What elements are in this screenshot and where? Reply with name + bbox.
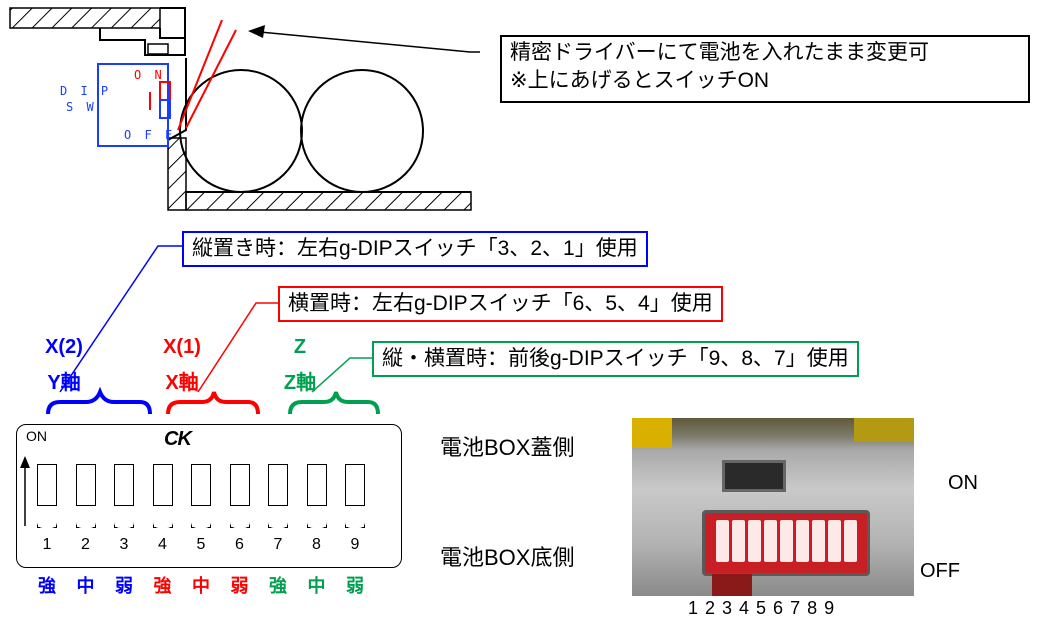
dip-number-2: 2	[81, 536, 90, 553]
photo-switch-5	[780, 520, 793, 562]
bottom-side-label: 電池BOX底側	[440, 545, 575, 570]
red-brace	[166, 391, 260, 415]
green-leader	[311, 357, 372, 393]
top-housing	[9, 7, 161, 29]
dip-switch-knob	[191, 505, 211, 528]
dip-switch-7[interactable]	[268, 464, 288, 528]
dip-switch-knob	[345, 505, 365, 528]
strength-label-2: 中	[76, 576, 95, 596]
dip-sw-box	[97, 63, 169, 147]
photo-switch-8	[828, 520, 841, 562]
dip-on-label: ON	[26, 428, 47, 444]
dip-switch-3[interactable]	[114, 464, 134, 528]
photo-yellow-strip	[632, 418, 672, 448]
dip-switch-4[interactable]	[152, 464, 173, 528]
photo-yellow-strip-right	[854, 418, 914, 442]
dip-switch-knob	[306, 505, 327, 528]
top-callout-line2: ※上にあげるとスイッチON	[510, 69, 770, 92]
dip-switch-panel	[16, 424, 402, 568]
group-blue-bottom: Y軸	[47, 372, 81, 394]
photo-switch-2	[732, 520, 745, 562]
dip-number-4: 4	[158, 536, 167, 553]
dip-switch-8[interactable]	[306, 464, 327, 528]
lid-side-label: 電池BOX蓋側	[440, 435, 575, 460]
strength-label-8: 中	[307, 576, 326, 596]
on-arrow-icon	[20, 456, 30, 526]
photo-switch-4	[764, 520, 777, 562]
battery-2	[300, 69, 424, 193]
mechanism-drawing	[9, 7, 480, 211]
driver-line-1	[177, 19, 223, 131]
strength-label-9: 弱	[346, 576, 364, 596]
dip-switch-9[interactable]	[345, 464, 365, 528]
photo-on-label: ON	[948, 472, 978, 494]
group-green-top: Z	[293, 336, 307, 358]
switch-photo	[632, 418, 914, 596]
green-callout: 縦・横置時：前後g-DIPスイッチ「9、8、7」使用	[372, 341, 859, 377]
photo-switch-9	[844, 520, 857, 562]
photo-lid-slot	[722, 460, 786, 492]
dip-number-1: 1	[42, 536, 52, 553]
dip-switch-2[interactable]	[75, 464, 96, 528]
strength-label-1: 強	[38, 576, 56, 596]
dip-switch-knob	[152, 505, 173, 528]
side-wall	[167, 137, 187, 211]
dip-switch-knob	[229, 505, 250, 528]
group-red-top: X(1)	[163, 336, 201, 358]
strength-label-4: 強	[153, 576, 172, 596]
dip-number-3: 3	[119, 536, 129, 553]
dip-label-1: D I P	[60, 84, 112, 98]
blue-callout: 縦置き時：左右g-DIPスイッチ「3、2、1」使用	[182, 231, 648, 267]
dip-number-5: 5	[196, 536, 206, 553]
group-green-bottom: Z軸	[283, 372, 317, 394]
top-callout: 精密ドライバーにて電池を入れたまま変更可 ※上にあげるとスイッチON	[500, 35, 1030, 103]
dip-switch-knob	[268, 505, 288, 528]
strength-label-7: 強	[269, 576, 287, 596]
dip-switch-6[interactable]	[229, 464, 250, 528]
dip-switch-knob	[37, 505, 57, 528]
dip-number-7: 7	[273, 536, 283, 553]
photo-switch-7	[812, 520, 825, 562]
photo-off-label: OFF	[920, 560, 960, 582]
driver-line-2	[185, 29, 237, 129]
mechanism-off: O F F	[124, 128, 176, 142]
strength-label-6: 弱	[230, 576, 249, 596]
strength-label-5: 中	[192, 576, 210, 596]
dip-label-2: S W	[66, 100, 97, 114]
dip-switch-knob	[114, 505, 134, 528]
blue-leader	[59, 245, 182, 393]
photo-ribbon	[712, 574, 752, 596]
group-blue-top: X(2)	[45, 336, 83, 358]
top-callout-line1: 精密ドライバーにて電池を入れたまま変更可	[510, 41, 929, 64]
photo-numbers: 1 2 3 4 5 6 7 8 9	[688, 598, 836, 618]
photo-switch-6	[796, 520, 809, 562]
strength-label-3: 弱	[115, 576, 133, 596]
dip-number-8: 8	[312, 536, 321, 553]
green-brace	[288, 391, 380, 415]
group-red-bottom: X軸	[165, 372, 199, 394]
dip-switch-knob	[75, 505, 96, 528]
dip-number-6: 6	[235, 536, 244, 553]
dip-number-9: 9	[350, 536, 360, 553]
dip-switch-5[interactable]	[191, 464, 211, 528]
red-callout: 横置時：左右g-DIPスイッチ「6、5、4」使用	[278, 286, 723, 322]
photo-switch-3	[748, 520, 761, 562]
mechanism-on: O N	[134, 68, 165, 82]
blue-brace	[46, 386, 152, 415]
dip-switch-1[interactable]	[37, 464, 57, 528]
ck-logo: CK	[164, 428, 192, 450]
photo-switch-1	[716, 520, 729, 562]
red-leader	[197, 302, 278, 393]
